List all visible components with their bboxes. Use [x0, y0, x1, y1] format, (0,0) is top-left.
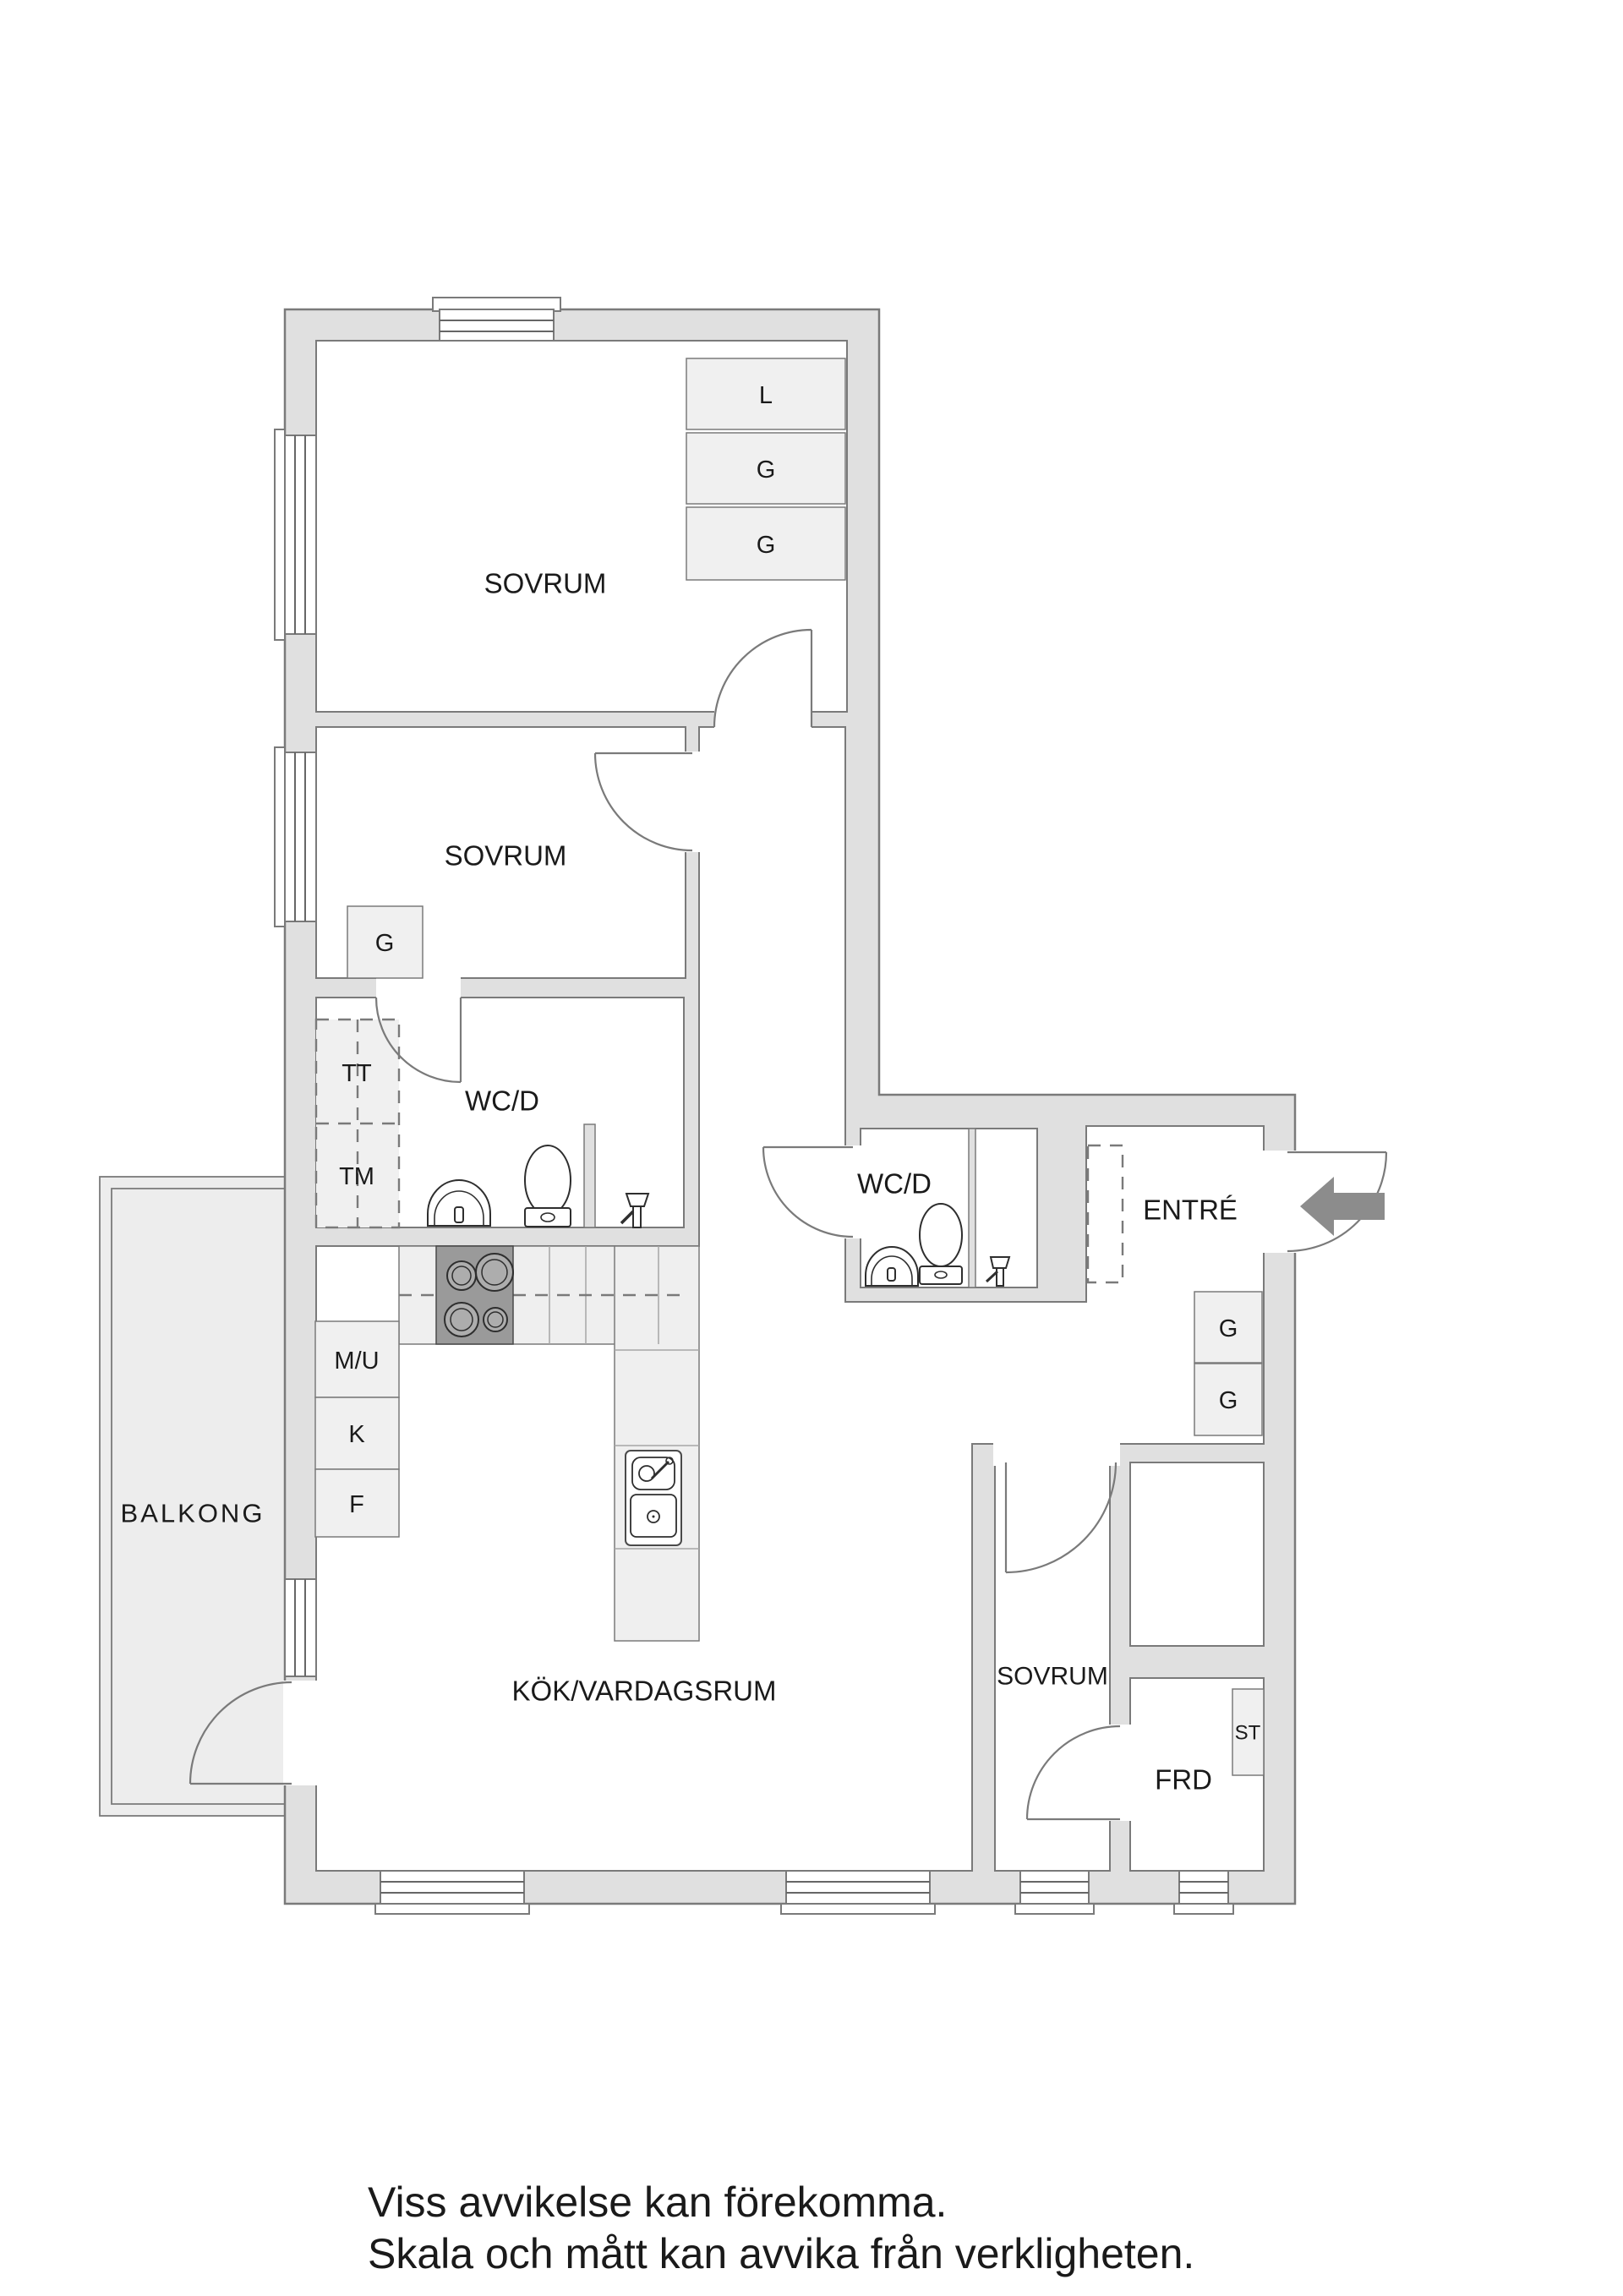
window-sill: [274, 429, 286, 641]
door-openings: [283, 710, 1298, 1821]
balcony-floor: [99, 1176, 286, 1817]
window-bottom-3: [1019, 1870, 1090, 1905]
door-bathroom-right: [762, 1145, 854, 1238]
labels: SOVRUM SOVRUM WC/D WC/D ENTRÉ BALKONG KÖ…: [121, 382, 1261, 1796]
closet-G: [686, 432, 846, 505]
disclaimer-line-1: Viss avvikelse kan förekomma.: [368, 2178, 947, 2226]
door-bedroom-right: [1004, 1462, 1118, 1574]
label-kitchen-living: KÖK/VARDAGSRUM: [512, 1676, 777, 1707]
shower-tap-icon: [620, 1193, 650, 1228]
closet-ST: [1232, 1688, 1265, 1776]
door-storage: [1025, 1725, 1121, 1821]
closet-L: [686, 358, 846, 430]
void-shaft: [1129, 1462, 1265, 1647]
label-storage: FRD: [1155, 1764, 1212, 1796]
bathroom-left-fixtures: [427, 1145, 650, 1228]
closet-G: [347, 905, 424, 979]
bathroom-right-fixtures: [865, 1203, 1011, 1287]
balcony: [99, 1176, 286, 1817]
sink-icon: [865, 1246, 919, 1287]
label-bedroom-right: SOVRUM: [997, 1663, 1108, 1691]
closets: [314, 358, 1265, 1776]
label-bathroom-left: WC/D: [465, 1085, 539, 1117]
shower-partition-left: [583, 1123, 596, 1228]
entry-arrow-icon: [1300, 1177, 1385, 1236]
label-closet-g: G: [1219, 1387, 1238, 1414]
door-bedroom-middle: [593, 752, 693, 852]
label-closet-g: G: [375, 930, 395, 957]
label-balcony: BALKONG: [121, 1499, 265, 1528]
kitchen-sink-icon: [625, 1450, 682, 1546]
disclaimer-line-2: Skala och mått kan avvika från verklighe…: [368, 2230, 1194, 2277]
label-closet-st: ST: [1235, 1722, 1261, 1745]
label-closet-g: G: [1219, 1315, 1238, 1342]
window-left-1: [284, 435, 317, 635]
shower-tap-icon: [985, 1256, 1011, 1287]
window-sill: [1014, 1903, 1095, 1915]
appliance-K: [314, 1397, 400, 1470]
label-entry: ENTRÉ: [1143, 1194, 1238, 1226]
door-bedroom-top: [713, 628, 813, 728]
shower-partition-right: [968, 1128, 976, 1288]
label-washer: TM: [339, 1163, 374, 1190]
window-sill: [780, 1903, 936, 1915]
label-bedroom-middle: SOVRUM: [445, 840, 567, 872]
label-freezer: F: [349, 1491, 364, 1518]
window-sill: [374, 1903, 530, 1915]
closet-G: [1194, 1363, 1263, 1436]
closet-G: [1194, 1291, 1263, 1364]
room-kitchen-hall-entry: [315, 726, 1265, 1872]
label-fridge: K: [348, 1421, 365, 1448]
closet-G: [686, 506, 846, 581]
window-bottom-1: [380, 1870, 525, 1905]
toilet-icon: [524, 1145, 571, 1227]
window-top: [439, 309, 555, 342]
window-sill: [274, 746, 286, 927]
disclaimer: Viss avvikelse kan förekomma. Skala och …: [368, 2178, 1194, 2277]
window-left-2: [284, 752, 317, 922]
label-closet-g: G: [757, 532, 776, 559]
label-bathroom-right: WC/D: [857, 1168, 932, 1200]
door-balcony: [189, 1681, 292, 1785]
entry-wardrobe-dashed: [1086, 1144, 1124, 1284]
toilet-icon: [919, 1203, 963, 1285]
label-micro: M/U: [334, 1348, 379, 1375]
door-entry: [1287, 1151, 1388, 1253]
windows: [274, 297, 1234, 1915]
appliance-F: [314, 1468, 400, 1538]
window-sill: [1173, 1903, 1234, 1915]
kitchen-counter: [398, 1245, 700, 1642]
sink-icon: [427, 1179, 491, 1227]
label-closet-l: L: [759, 382, 773, 409]
doors: [189, 628, 1388, 1821]
label-dryer: TT: [342, 1060, 372, 1087]
stove-icon: [435, 1245, 514, 1345]
window-bottom-4: [1178, 1870, 1229, 1905]
window-bottom-2: [785, 1870, 931, 1905]
appliance-MU: [314, 1320, 400, 1398]
label-closet-g: G: [757, 456, 776, 484]
laundry-niche: [314, 1018, 401, 1229]
window-balcony: [284, 1578, 317, 1677]
label-bedroom-top: SOVRUM: [484, 568, 607, 599]
door-bathroom-left: [374, 997, 462, 1084]
balcony-inner-rail: [111, 1188, 285, 1805]
